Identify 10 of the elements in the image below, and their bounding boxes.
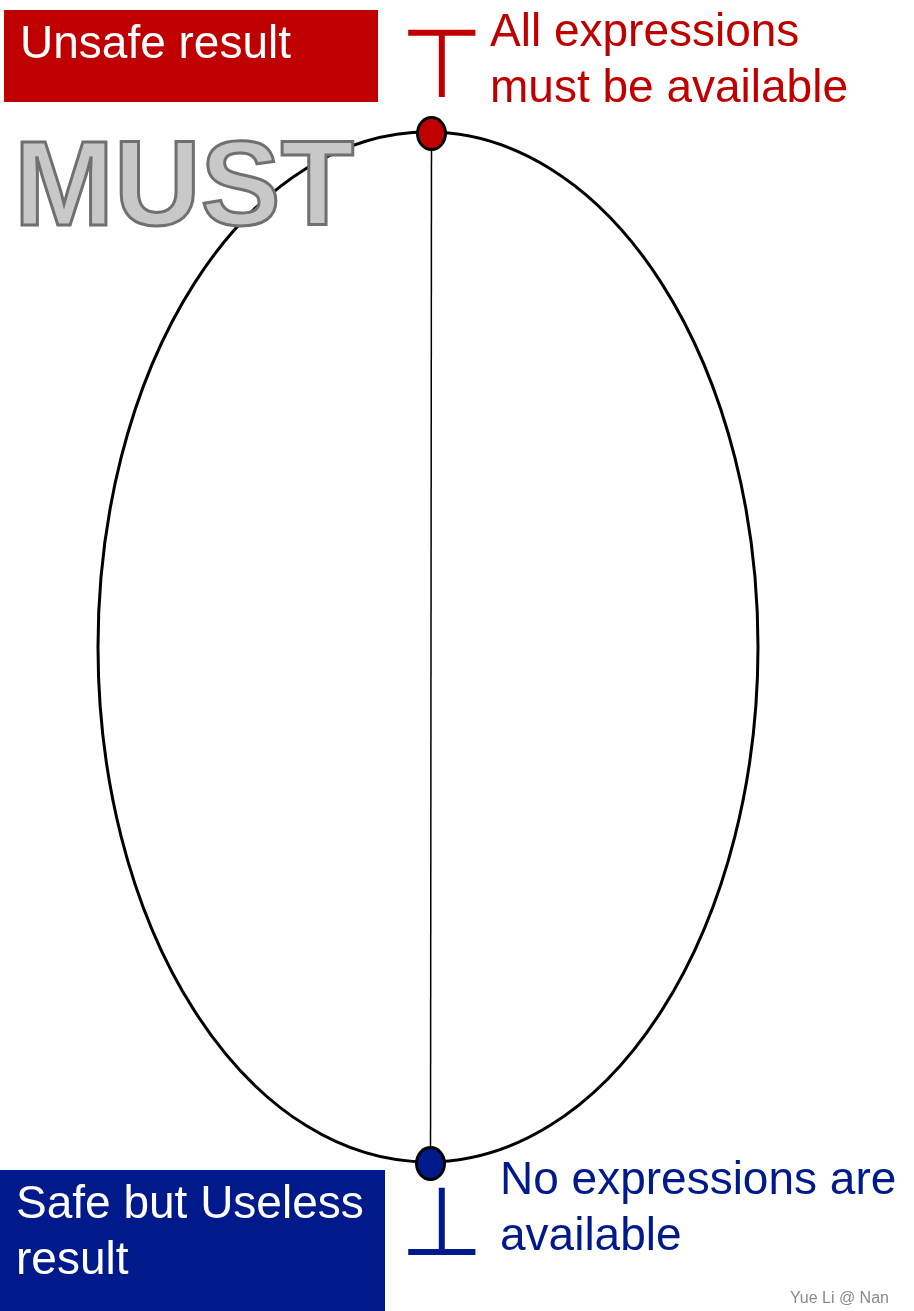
result-label-box: Unsafe result <box>4 10 378 102</box>
top-symbol: ⊤ <box>400 14 484 114</box>
result-label-box: Safe but Useless result <box>0 1170 385 1311</box>
bottom-description: No expressions are available <box>500 1151 898 1262</box>
connector-line <box>429 150 433 1147</box>
bottom-symbol: ⊥ <box>400 1172 484 1272</box>
bottom-element-dot <box>415 1146 446 1181</box>
top-description: All expressions must be available <box>490 3 849 114</box>
author-credit: Yue Li @ Nan <box>790 1288 889 1308</box>
top-element-dot <box>416 116 447 151</box>
